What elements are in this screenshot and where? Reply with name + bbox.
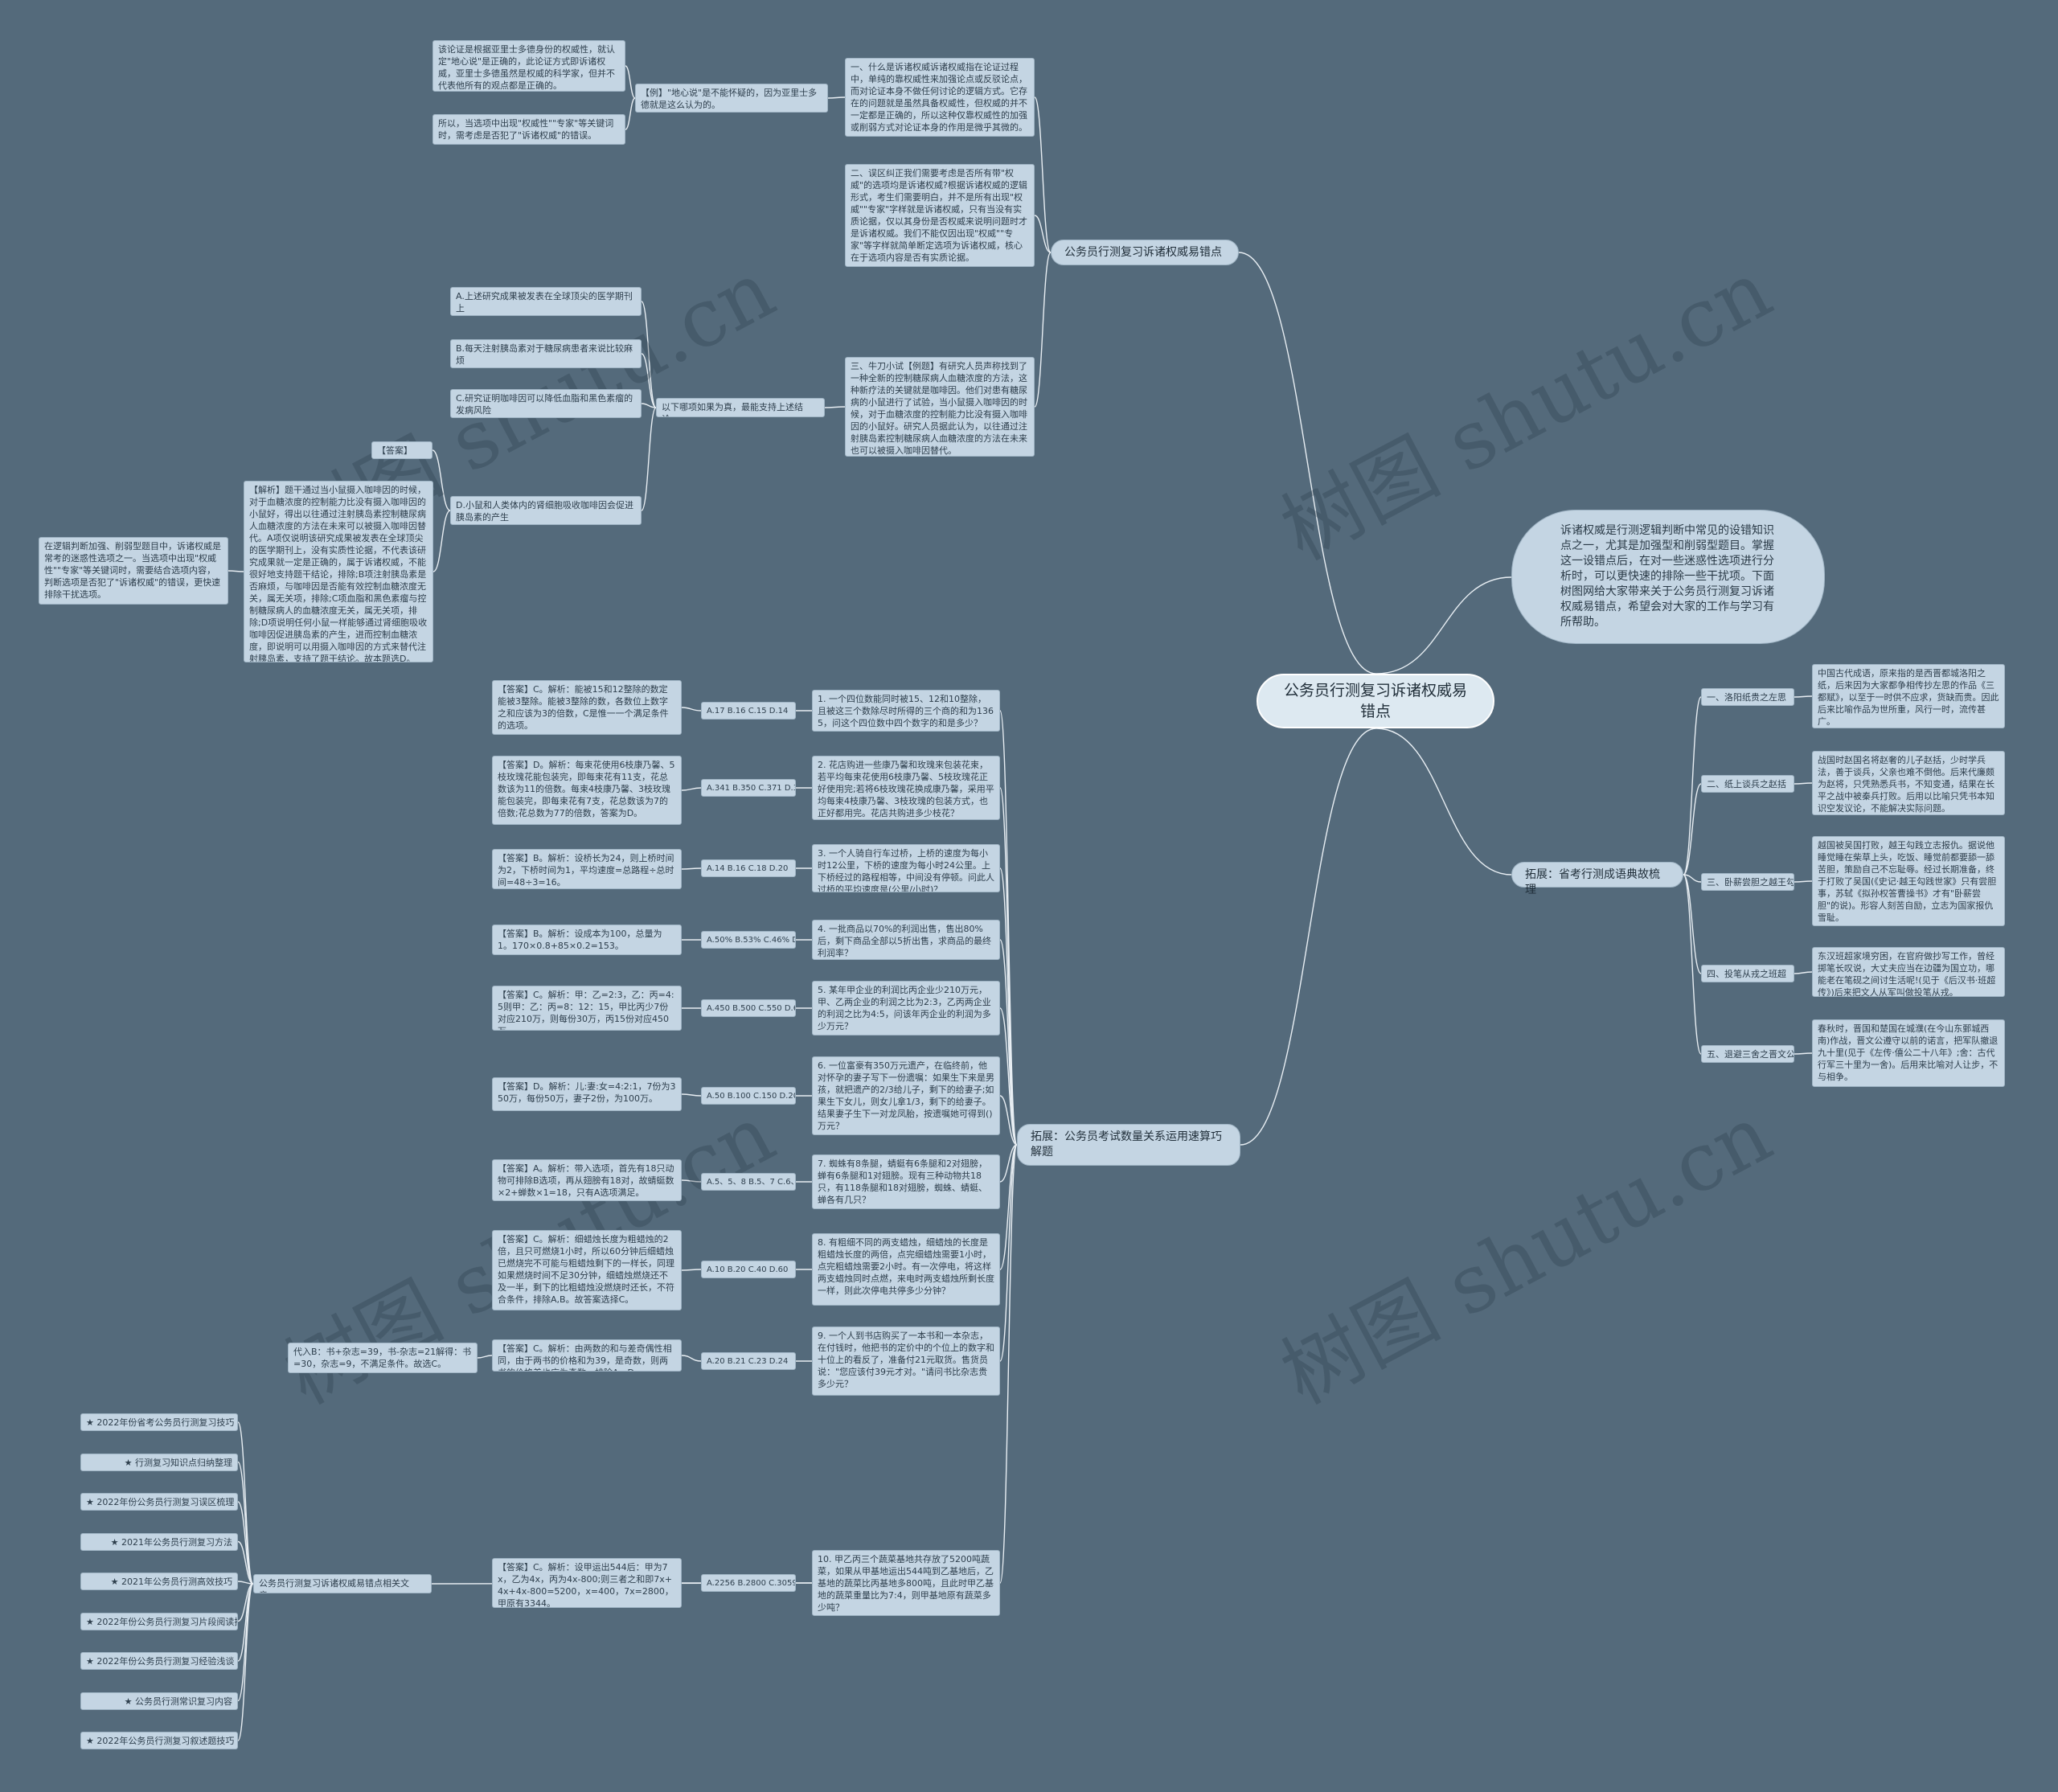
node-note2[interactable]: 所以，当选项中出现"权威性""专家"等关键词时，需考虑是否犯了"诉诸权威"的错误…: [433, 114, 625, 145]
related-article-link[interactable]: ★ 2022年份公务员行测复习片段阅读技巧: [80, 1612, 238, 1630]
node-point3[interactable]: 三、牛刀小试【例题】有研究人员声称找到了一种全新的控制糖尿病人血糖浓度的方法，这…: [845, 357, 1035, 457]
idiom-title[interactable]: 五、退避三舍之晋文公: [1701, 1045, 1794, 1063]
quant-answer[interactable]: 【答案】C。解析：设甲运出544后：甲为7x，乙为4x，丙为4x-800;则三者…: [492, 1558, 682, 1608]
quant-options[interactable]: A.50 B.100 C.150 D.200: [701, 1087, 796, 1105]
related-article-link[interactable]: ★ 2021年公务员行测高效技巧: [80, 1573, 238, 1590]
quant-answer[interactable]: 【答案】D。解析：每束花使用6枝康乃馨、5枝玫瑰花能包装完，即每束花有11支，花…: [492, 756, 682, 825]
quant-substitution[interactable]: 代入B：书+杂志=39，书-杂志=21解得：书=30，杂志=9，不满足条件。故选…: [288, 1343, 478, 1373]
quant-question[interactable]: 8. 有粗细不同的两支蜡烛，细蜡烛的长度是粗蜡烛长度的两倍，点完细蜡烛需要1小时…: [812, 1233, 1000, 1306]
branch-quant-speed-tips[interactable]: 拓展：公务员考试数量关系运用速算巧解题: [1017, 1124, 1240, 1166]
quant-options[interactable]: A.14 B.16 C.18 D.20: [701, 859, 796, 877]
idiom-detail[interactable]: 越国被吴国打败，越王勾践立志报仇。据说他睡觉睡在柴草上头，吃饭、睡觉前都要舔一舔…: [1812, 836, 2005, 926]
quant-options[interactable]: A.341 B.350 C.371 D.308: [701, 779, 796, 797]
node-option-d[interactable]: D.小鼠和人类体内的肾细胞吸收咖啡因会促进胰岛素的产生: [450, 496, 642, 525]
branch-authority-errors[interactable]: 公务员行测复习诉诸权威易错点: [1051, 240, 1239, 265]
related-article-link[interactable]: ★ 2022年份省考公务员行测复习技巧: [80, 1413, 238, 1431]
idiom-detail[interactable]: 东汉班超家境穷困，在官府做抄写工作，曾经掷笔长叹说，大丈夫应当在边疆为国立功，哪…: [1812, 947, 2005, 997]
idiom-title[interactable]: 一、洛阳纸贵之左思: [1701, 688, 1794, 706]
related-article-link[interactable]: ★ 2021年公务员行测复习方法: [80, 1532, 238, 1551]
node-summary[interactable]: 在逻辑判断加强、削弱型题目中，诉诸权威是常考的迷惑性选项之一。当选项中出现"权威…: [39, 537, 228, 605]
node-answer[interactable]: 【答案】D。: [371, 441, 433, 459]
quant-options[interactable]: A.450 B.500 C.550 D.600: [701, 999, 796, 1017]
related-article-link[interactable]: ★ 行测复习知识点归纳整理: [80, 1453, 238, 1471]
node-point2[interactable]: 二、误区纠正我们需要考虑是否所有带"权威"的选项均是诉诸权威?根据诉诸权威的逻辑…: [845, 164, 1035, 267]
quant-answer[interactable]: 【答案】C。解析：甲：乙=2:3，乙：丙=4:5则甲：乙：丙=8：12：15，甲…: [492, 986, 682, 1031]
quant-answer[interactable]: 【答案】C。解析：由两数的和与差奇偶性相同，由于两书的价格和为39，是奇数，则两…: [492, 1339, 682, 1372]
quant-question[interactable]: 4. 一批商品以70%的利润出售，售出80%后，剩下商品全部以5折出售，求商品的…: [812, 920, 1000, 960]
quant-question[interactable]: 10. 甲乙丙三个蔬菜基地共存放了5200吨蔬菜，如果从甲基地运出544吨到乙基…: [812, 1550, 1000, 1616]
node-note1[interactable]: 该论证是根据亚里士多德身份的权威性，就认定"地心说"是正确的，此论证方式即诉诸权…: [433, 40, 625, 92]
central-topic[interactable]: 公务员行测复习诉诸权威易错点: [1257, 674, 1494, 728]
intro-summary[interactable]: 诉诸权威是行测逻辑判断中常见的设错知识点之一，尤其是加强型和削弱型题目。掌握这一…: [1511, 510, 1825, 644]
quant-answer[interactable]: 【答案】D。解析：儿:妻:女=4:2:1，7份为350万，每份50万，妻子2份，…: [492, 1077, 682, 1111]
branch-idiom-stories[interactable]: 拓展：省考行测成语典故梳理: [1511, 862, 1683, 896]
related-articles-label[interactable]: 公务员行测复习诉诸权威易错点相关文章：: [253, 1574, 432, 1593]
idiom-title[interactable]: 三、卧薪尝胆之越王勾践: [1701, 873, 1794, 891]
quant-question[interactable]: 7. 蜘蛛有8条腿，蜻蜓有6条腿和2对翅膀，蝉有6条腿和1对翅膀。现有三种动物共…: [812, 1154, 1000, 1209]
idiom-title[interactable]: 四、投笔从戎之班超: [1701, 965, 1794, 982]
related-article-link[interactable]: ★ 公务员行测常识复习内容: [80, 1692, 238, 1710]
quant-options[interactable]: A.5、5、8 B.5、7 C.6、7、5 D.7、5、6: [701, 1173, 796, 1191]
node-option-c[interactable]: C.研究证明咖啡因可以降低血脂和黑色素瘤的发病风险: [450, 389, 642, 418]
node-question[interactable]: 以下哪项如果为真，最能支持上述结论：: [656, 398, 825, 417]
quant-question[interactable]: 9. 一个人到书店购买了一本书和一本杂志，在付钱时，他把书的定价中的个位上的数字…: [812, 1327, 1000, 1396]
quant-answer[interactable]: 【答案】C。解析：能被15和12整除的数定能被3整除。能被3整除的数，各数位上数…: [492, 680, 682, 735]
quant-options[interactable]: A.17 B.16 C.15 D.14: [701, 702, 796, 720]
quant-question[interactable]: 2. 花店购进一些康乃馨和玫瑰来包装花束，若平均每束花使用6枝康乃馨、5枝玫瑰花…: [812, 756, 1000, 820]
related-article-link[interactable]: ★ 2022年份公务员行测复习误区梳理: [80, 1493, 238, 1511]
node-analysis[interactable]: 【解析】题干通过当小鼠摄入咖啡因的时候，对于血糖浓度的控制能力比没有摄入咖啡因的…: [244, 481, 433, 662]
idiom-detail[interactable]: 春秋时，晋国和楚国在城濮(在今山东鄄城西南)作战，晋文公遵守以前的诺言，把军队撤…: [1812, 1019, 2005, 1087]
quant-question[interactable]: 5. 某年甲企业的利润比丙企业少210万元，甲、乙两企业的利润之比为2:3，乙丙…: [812, 981, 1000, 1035]
quant-answer[interactable]: 【答案】A。解析：带入选项，首先有18只动物可排除B选项，再从翅膀有18对，故蜻…: [492, 1159, 682, 1201]
quant-answer[interactable]: 【答案】B。解析：设桥长为24，则上桥时间为2，下桥时间为1，平均速度=总路程÷…: [492, 849, 682, 889]
quant-answer[interactable]: 【答案】C。解析：细蜡烛长度为粗蜡烛的2倍，且只可燃烧1小时，所以60分钟后细蜡…: [492, 1230, 682, 1310]
quant-options[interactable]: A.10 B.20 C.40 D.60: [701, 1261, 796, 1278]
related-article-link[interactable]: ★ 2022年份公务员行测复习经验浅谈: [80, 1652, 238, 1670]
quant-question[interactable]: 3. 一个人骑自行车过桥，上桥的速度为每小时12公里，下桥的速度为每小时24公里…: [812, 844, 1000, 892]
quant-options[interactable]: A.50% B.53% C.46% D.48%: [701, 931, 796, 949]
node-option-a[interactable]: A.上述研究成果被发表在全球顶尖的医学期刊上: [450, 287, 642, 316]
quant-question[interactable]: 1. 一个四位数能同时被15、12和10整除，且被这三个数除尽时所得的三个商的和…: [812, 690, 1000, 732]
quant-options[interactable]: A.20 B.21 C.23 D.24: [701, 1352, 796, 1370]
node-example[interactable]: 【例】"地心说"是不能怀疑的，因为亚里士多德就是这么认为的。: [635, 84, 828, 113]
quant-options[interactable]: A.2256 B.2800 C.3059 D.3344: [701, 1574, 796, 1592]
idiom-detail[interactable]: 战国时赵国名将赵奢的儿子赵括，少时学兵法，善于谈兵，父亲也难不倒他。后来代廉颇为…: [1812, 751, 2005, 815]
node-point1[interactable]: 一、什么是诉诸权威诉诸权威指在论证过程中，单纯的靠权威性来加强论点或反驳论点，而…: [845, 58, 1035, 137]
related-article-link[interactable]: ★ 2022年公务员行测复习叙述题技巧: [80, 1732, 238, 1749]
idiom-detail[interactable]: 中国古代成语，原来指的是西晋都城洛阳之纸，后来因为大家都争相传抄左思的作品《三都…: [1812, 664, 2005, 728]
node-option-b[interactable]: B.每天注射胰岛素对于糖尿病患者来说比较麻烦: [450, 339, 642, 368]
quant-question[interactable]: 6. 一位富豪有350万元遗产，在临终前，他对怀孕的妻子写下一份遗嘱：如果生下来…: [812, 1056, 1000, 1135]
quant-answer[interactable]: 【答案】B。解析：设成本为100，总量为1。170×0.8+85×0.2=153…: [492, 925, 682, 955]
idiom-title[interactable]: 二、纸上谈兵之赵括: [1701, 775, 1794, 793]
